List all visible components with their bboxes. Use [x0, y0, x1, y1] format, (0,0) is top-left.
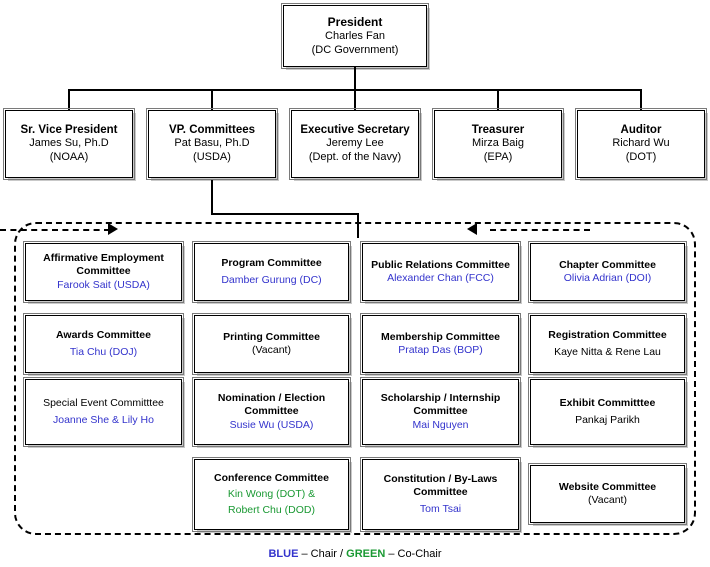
committee-title-line1: Chapter Committee [559, 258, 656, 271]
connector-officer-5 [640, 89, 642, 110]
committee-vacancy-status: (Vacant) [252, 344, 291, 356]
officer-box-vp-committees: VP. Committees Pat Basu, Ph.D (USDA) [146, 108, 278, 180]
officer-title: VP. Committees [168, 124, 256, 137]
committee-chair-name: Pratap Das (BOP) [398, 344, 483, 356]
committee-vacancy-status: (Vacant) [588, 494, 627, 506]
officer-name: Jeremy Lee [326, 137, 384, 150]
committee-chair-name: Alexander Chan (FCC) [387, 272, 494, 284]
committee-chair-name: Damber Gurung (DC) [221, 273, 322, 286]
committee-box-exhibit: Exhibit Committtee Pankaj Parikh [528, 377, 687, 447]
committee-title-line1: Special Event Committtee [43, 397, 164, 410]
committee-box-scholarship-internship: Scholarship / Internship Committee Mai N… [360, 377, 521, 447]
committee-chair-name: Tom Tsai [419, 502, 462, 515]
officer-org: (EPA) [483, 151, 513, 164]
officer-box-executive-secretary: Executive Secretary Jeremy Lee (Dept. of… [289, 108, 421, 180]
officer-box-sr-vice-president: Sr. Vice President James Su, Ph.D (NOAA) [3, 108, 135, 180]
committee-cochair-name-2: Robert Chu (DOD) [228, 504, 315, 517]
officer-title: Sr. Vice President [20, 124, 118, 137]
committee-title-line1: Constitution / By-Laws [383, 473, 498, 486]
legend-blue-text: – Chair [298, 548, 337, 560]
officer-name: Mirza Baig [472, 137, 524, 150]
committee-box-awards: Awards Committee Tia Chu (DOJ) [23, 313, 184, 375]
committee-title-line1: Public Relations Committee [371, 258, 510, 271]
committee-box-conference: Conference Committee Kin Wong (DOT) & Ro… [192, 457, 351, 532]
legend: BLUE – Chair / GREEN – Co-Chair [0, 548, 710, 560]
committee-cochair-name-1: Kin Wong (DOT) & [227, 487, 316, 500]
arrow-right-dashed-line [490, 229, 590, 231]
legend-green-label: GREEN [346, 548, 386, 560]
committee-title-line1: Scholarship / Internship [380, 392, 501, 405]
committee-box-printing: Printing Committee (Vacant) [192, 313, 351, 375]
connector-vp-down [357, 213, 359, 238]
president-box: President Charles Fan (DC Government) [281, 3, 429, 69]
arrow-right-head-icon [467, 223, 477, 235]
connector-officer-2 [211, 89, 213, 110]
committee-box-constitution-bylaws: Constitution / By-Laws Committee Tom Tsa… [360, 457, 521, 532]
committee-title-line1: Membership Committee [380, 330, 501, 343]
officer-title: Executive Secretary [300, 124, 410, 137]
president-org: (DC Government) [311, 43, 399, 56]
president-title: President [327, 14, 383, 29]
committee-title-line1: Exhibit Committtee [559, 397, 656, 410]
committee-box-special-event: Special Event Committtee Joanne She & Li… [23, 377, 184, 447]
connector-officer-1 [68, 89, 70, 110]
committee-title-line2: Committee [244, 405, 299, 418]
connector-president-stem [354, 67, 356, 110]
committee-box-program: Program Committee Damber Gurung (DC) [192, 241, 351, 303]
committee-chair-name: Farook Sait (USDA) [57, 278, 150, 291]
connector-officer-3 [354, 89, 356, 110]
officer-box-auditor: Auditor Richard Wu (DOT) [575, 108, 707, 180]
committee-title-line1: Program Committee [221, 257, 322, 270]
officer-name: Pat Basu, Ph.D [174, 137, 250, 150]
officer-org: (USDA) [193, 151, 231, 164]
committee-chair-name: Tia Chu (DOJ) [69, 345, 138, 358]
committee-title-line1: Awards Committee [56, 329, 151, 342]
committee-title-line1: Printing Committee [223, 330, 320, 343]
connector-officer-4 [497, 89, 499, 110]
committee-zone-container [14, 222, 696, 535]
officer-name: James Su, Ph.D [29, 137, 109, 150]
committee-title-line1: Nomination / Election [217, 392, 326, 405]
committee-box-chapter: Chapter Committee Olivia Adrian (DOI) [528, 241, 687, 303]
officer-org: (Dept. of the Navy) [308, 151, 402, 164]
legend-separator: / [340, 548, 344, 560]
committee-title-line1: Registration Committee [548, 329, 667, 342]
committee-title-line2: Committee [76, 265, 131, 278]
committee-title-line2: Committee [413, 486, 468, 499]
committee-member-names: Kaye Nitta & Rene Lau [554, 345, 661, 358]
committee-box-public-relations: Public Relations Committee Alexander Cha… [360, 241, 521, 303]
president-name: Charles Fan [325, 29, 385, 42]
officer-box-treasurer: Treasurer Mirza Baig (EPA) [432, 108, 564, 180]
legend-green-text: – Co-Chair [385, 548, 442, 560]
committee-chair-name: Mai Nguyen [412, 418, 469, 431]
committee-member-names: Pankaj Parikh [575, 413, 640, 426]
committee-title-line1: Conference Committee [214, 471, 329, 484]
committee-chair-name: Joanne She & Lily Ho [53, 413, 154, 426]
connector-vp-drop [211, 180, 213, 215]
committee-title-line1: Website Committee [558, 480, 657, 493]
committee-box-membership: Membership Committee Pratap Das (BOP) [360, 313, 521, 375]
arrow-left-head-icon [108, 223, 118, 235]
arrow-left-dashed-line [0, 229, 110, 231]
committee-box-nomination-election: Nomination / Election Committee Susie Wu… [192, 377, 351, 447]
officer-title: Treasurer [471, 124, 525, 137]
committee-chair-name: Susie Wu (USDA) [229, 418, 314, 431]
connector-vp-horizontal [211, 213, 359, 215]
committee-title-line1: Affirmative Employment [43, 252, 164, 265]
committee-box-affirmative-employment: Affirmative Employment Committee Farook … [23, 241, 184, 303]
officer-name: Richard Wu [612, 137, 670, 150]
officer-title: Auditor [620, 124, 662, 137]
committee-title-line2: Committee [413, 405, 468, 418]
legend-blue-label: BLUE [268, 548, 299, 560]
officer-org: (NOAA) [49, 151, 89, 164]
committee-chair-name: Olivia Adrian (DOI) [563, 272, 652, 284]
committee-box-registration: Registration Committee Kaye Nitta & Rene… [528, 313, 687, 375]
committee-box-website: Website Committee (Vacant) [528, 463, 687, 525]
officer-org: (DOT) [625, 151, 657, 164]
